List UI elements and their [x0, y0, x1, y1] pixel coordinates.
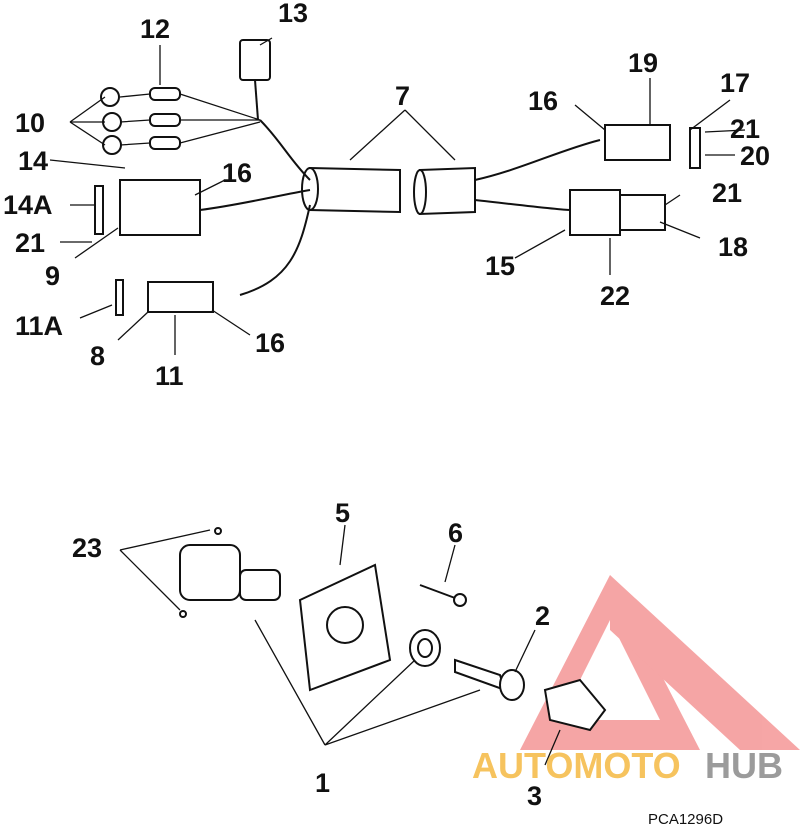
connector-19 [604, 124, 701, 169]
callout-5: 5 [335, 498, 350, 528]
mounting-plate [298, 563, 392, 692]
ring-terminals [100, 87, 261, 155]
key-cover [543, 678, 607, 732]
callout-23: 23 [72, 533, 102, 563]
callout-3: 3 [527, 781, 542, 811]
nut [409, 629, 441, 667]
callout-labels: 12 13 10 7 19 16 17 21 20 14 16 14A 21 9… [3, 0, 770, 811]
callout-16-bottom: 16 [255, 328, 285, 358]
screw [419, 584, 467, 607]
callout-11A: 11A [15, 311, 63, 341]
callout-16-left: 16 [222, 158, 252, 188]
callout-1: 1 [315, 768, 330, 798]
callout-13: 13 [278, 0, 308, 28]
callout-15: 15 [485, 251, 515, 281]
callout-14A: 14A [3, 190, 53, 220]
callout-21-lower-right: 21 [712, 178, 742, 208]
watermark-text-automoto: AUTOMOTO [472, 745, 681, 786]
callout-12: 12 [140, 14, 170, 44]
callout-2: 2 [535, 601, 550, 631]
callout-8: 8 [90, 341, 105, 371]
callout-11: 11 [155, 361, 184, 391]
main-harness-cable [199, 119, 601, 296]
callout-20: 20 [740, 141, 770, 171]
callout-19: 19 [628, 48, 658, 78]
callout-9: 9 [45, 261, 60, 291]
ignition-switch [179, 527, 281, 618]
callout-18: 18 [718, 232, 748, 262]
callout-10: 10 [15, 108, 45, 138]
callout-14: 14 [18, 146, 48, 176]
connector-14 [94, 179, 201, 236]
callout-21-upper-right: 21 [730, 114, 760, 144]
callout-17: 17 [720, 68, 750, 98]
connector-11 [115, 279, 214, 316]
callout-22: 22 [600, 281, 630, 311]
figure-code: PCA1296D [648, 811, 723, 828]
callout-6: 6 [448, 518, 463, 548]
key [454, 658, 525, 701]
callout-16-right: 16 [528, 86, 558, 116]
callout-21-left: 21 [15, 228, 45, 258]
connector-13 [239, 39, 271, 121]
watermark-text-hub: HUB [705, 745, 783, 786]
leader-lines [49, 37, 746, 766]
connector-22 [569, 189, 666, 236]
callout-7: 7 [395, 81, 410, 111]
